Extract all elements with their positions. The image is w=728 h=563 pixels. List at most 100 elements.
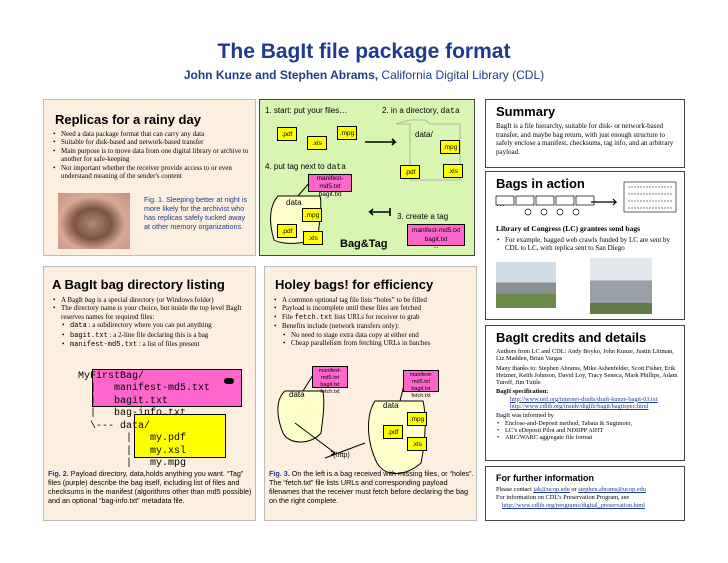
text: Please contact xyxy=(496,486,534,493)
file-mpg: .mpg xyxy=(337,126,357,140)
informed-list: Enclose-and-Deposit method, Tabata & Sug… xyxy=(496,420,678,442)
step2-code: data xyxy=(440,107,460,116)
text: : a subdirectory where you can put anyth… xyxy=(86,321,212,330)
preservation-line: For information on CDL’s Preservation Pr… xyxy=(496,494,630,501)
holey-panel: Holey bags! for efficiency A common opti… xyxy=(264,266,477,521)
replicas-heading: Replicas for a rainy day xyxy=(55,112,201,127)
list-item: Benefits include (network transfers only… xyxy=(273,322,473,331)
tag-bullet xyxy=(224,378,234,384)
list-item: data : a subdirectory where you can put … xyxy=(52,321,252,330)
listing-heading: A BagIt bag directory listing xyxy=(52,277,225,292)
tree-line: | my.pdf xyxy=(90,433,187,444)
list-item: bagit.txt : a 2-line file declaring this… xyxy=(52,331,252,340)
tree-line: MyFirstBag/ xyxy=(78,370,145,382)
list-item: A BagIt bag is a special directory (or W… xyxy=(52,296,252,305)
author-names: John Kunze and Stephen Abrams, xyxy=(183,68,379,82)
bag-file-mpg: .mpg xyxy=(302,208,322,222)
action-heading: Bags in action xyxy=(496,176,585,191)
holey-heading: Holey bags! for efficiency xyxy=(275,277,434,292)
tree-line: | manifest-md5.txt xyxy=(90,383,211,394)
bagit-file: bagit.txt xyxy=(320,382,340,388)
code: manifest-md5.txt xyxy=(70,341,138,350)
fig3-text: On the left is a bag received with missi… xyxy=(269,469,474,505)
list-item: No need to stage extra data copy at eith… xyxy=(273,331,473,340)
file-pdf-2: .pdf xyxy=(400,165,420,179)
tree-line: | bagit.txt xyxy=(90,395,169,407)
directory-tree: MyFirstBag/| manifest-md5.txt| bagit.txt… xyxy=(78,358,210,471)
list-item: Suitable for disk-based and network-base… xyxy=(52,138,252,147)
credits-panel: BagIt credits and details Authors from L… xyxy=(485,325,685,461)
bagit-file: bagit.txt xyxy=(318,191,342,198)
further-panel: For further information Please contact j… xyxy=(485,466,685,521)
fetch-file-2: fetch.txt xyxy=(411,393,431,399)
fig2-label: Fig. 2. xyxy=(48,469,69,478)
fig2-text: Payload directory, data,holds anything y… xyxy=(48,469,252,505)
text: : a list of files present xyxy=(137,340,200,349)
manifest-file: manifest-md5.txt xyxy=(316,175,344,190)
bag-file-pdf: .pdf xyxy=(277,224,297,238)
credits-authors: Authors from LC and CDL: Andy Boyko, Joh… xyxy=(496,348,674,363)
list-item: ARC/WARC aggregate file format xyxy=(496,434,678,442)
bagtag-label: Bag&Tag xyxy=(340,238,388,250)
action-bullets: For example, bagged web crawls funded by… xyxy=(496,236,676,253)
poster-title: The BagIt file package format xyxy=(217,40,511,63)
holey-file-xls: .xls xyxy=(407,437,427,451)
informed-label: BagIt was informed by xyxy=(496,412,554,420)
manifest-file: manifest-md5.txt xyxy=(318,368,342,381)
step4-label: 4. put tag next to data xyxy=(265,162,346,172)
step3-label: 3. create a tag xyxy=(397,212,449,221)
fig1-text: Sleeping better at night is more likely … xyxy=(144,195,248,231)
email-link-2[interactable]: stephen.abrams@ucop.edu xyxy=(578,486,646,493)
text: is a special directory (or Windows folde… xyxy=(95,296,214,304)
file-mpg-2: .mpg xyxy=(440,140,460,154)
preservation-link[interactable]: http://www.cdlib.org/programs/digital_pr… xyxy=(502,502,646,509)
bag-file-xls: .xls xyxy=(303,231,323,245)
text: : a 2-line file declaring this is a bag xyxy=(107,330,209,339)
tree-line: | bag-info.txt xyxy=(90,408,187,419)
list-item: Need a data package format that can carr… xyxy=(52,130,252,139)
ellipsis: ... xyxy=(433,243,439,250)
action-panel: Bags in action … Library of Congress (LC… xyxy=(485,171,685,320)
credits-thanks: Many thanks to: Stephen Abrams, Mike Ash… xyxy=(496,364,678,387)
list-item: File fetch.txt lists URLs for receiver t… xyxy=(273,313,473,322)
list-item: A common optional tag file lists “holes”… xyxy=(273,296,473,305)
fig3-caption: Fig. 3. On the left is a bag received wi… xyxy=(269,469,475,505)
fetch-file: fetch.txt xyxy=(320,389,340,395)
email-link-1[interactable]: jak@ucop.edu xyxy=(533,486,570,493)
tree-line: | my.xsl xyxy=(90,445,187,457)
bagtag-panel: 1. start: put your files… 2. in a direct… xyxy=(259,99,475,256)
list-item: Cheap parallelism from fetching URLs in … xyxy=(273,339,473,348)
http-label: (http) xyxy=(333,450,350,459)
step1-label: 1. start: put your files… xyxy=(265,106,348,115)
list-item: LC’s eDeposit Pilot and NDIIPP AIHT xyxy=(496,427,678,435)
credits-heading: BagIt credits and details xyxy=(496,330,647,345)
text: File xyxy=(282,312,295,321)
sleeping-mouse-photo xyxy=(58,193,130,249)
code: data xyxy=(70,322,87,331)
poster-authors: John Kunze and Stephen Abrams, Californi… xyxy=(0,68,728,82)
list-item: Not important whether the receiver provi… xyxy=(52,164,252,181)
list-item: For example, bagged web crawls funded by… xyxy=(496,236,676,253)
further-heading: For further information xyxy=(496,473,594,483)
file-pdf: .pdf xyxy=(277,127,297,141)
action-subheading: Library of Congress (LC) grantees send b… xyxy=(496,224,641,233)
holey-file-mpg: .mpg xyxy=(407,412,427,426)
contact-line: Please contact jak@ucop.edu or stephen.a… xyxy=(496,486,681,494)
fig1-caption: Fig. 1. Sleeping better at night is more… xyxy=(144,195,249,231)
fig1-label: Fig. 1. xyxy=(144,195,164,204)
building-photo-2 xyxy=(590,258,652,314)
further-body: Please contact jak@ucop.edu or stephen.a… xyxy=(496,486,681,510)
spec-link-2[interactable]: http://www.cdlib.org/inside/diglib/bagit… xyxy=(510,403,649,411)
building-photo-1 xyxy=(496,262,556,308)
tag-files-highlight xyxy=(92,369,242,407)
holey-data-label: data xyxy=(289,390,305,399)
data-files-highlight xyxy=(134,414,226,458)
spec-label: BagIt specification: xyxy=(496,388,549,396)
spec-link-1[interactable]: http://www.ietf.org/internet-drafts/draf… xyxy=(510,395,658,403)
bag-data-label: data xyxy=(286,198,302,207)
list-item: Enclose-and-Deposit method, Tabata & Sug… xyxy=(496,420,678,428)
code: bagit.txt xyxy=(70,331,108,340)
